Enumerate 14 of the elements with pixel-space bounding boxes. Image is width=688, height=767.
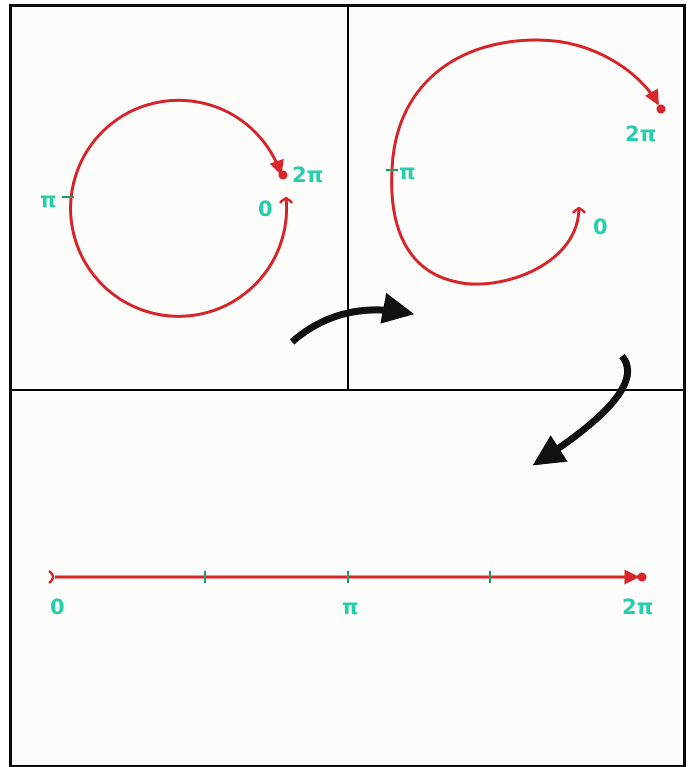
panel (10, 389, 685, 767)
angle-label: π (342, 597, 359, 618)
angle-label: 0 (593, 217, 608, 238)
angle-label: 0 (258, 199, 273, 220)
angle-label: 0 (50, 597, 65, 618)
angle-label: 2π (625, 124, 656, 145)
curved-arrow (290, 293, 414, 345)
angle-label: π (40, 190, 57, 211)
angle-label: 2π (292, 165, 324, 186)
curved-arrow (532, 354, 631, 466)
angle-label: 2π (622, 597, 654, 618)
panel (10, 5, 349, 391)
panel (347, 5, 685, 391)
angle-label: π (399, 162, 416, 183)
